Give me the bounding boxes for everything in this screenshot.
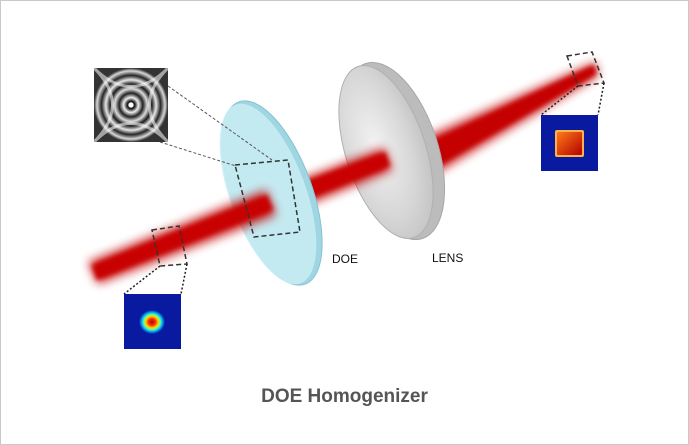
input-leader-right [180, 263, 188, 295]
output-beam [408, 62, 598, 183]
lens-label: LENS [432, 251, 464, 265]
output-leader-right [597, 82, 605, 116]
phase-leader-bottom [159, 141, 237, 167]
middle-beam [300, 148, 392, 205]
diagram-title: DOE Homogenizer [261, 386, 428, 407]
doe-phase-pattern [92, 66, 170, 144]
phase-leader-top [167, 85, 273, 161]
flat-top-square-profile [541, 115, 598, 171]
gaussian-beam-profile [124, 294, 181, 349]
doe-aperture-outline [234, 159, 301, 238]
doe-label: DOE [332, 252, 359, 266]
input-beam [88, 190, 276, 284]
